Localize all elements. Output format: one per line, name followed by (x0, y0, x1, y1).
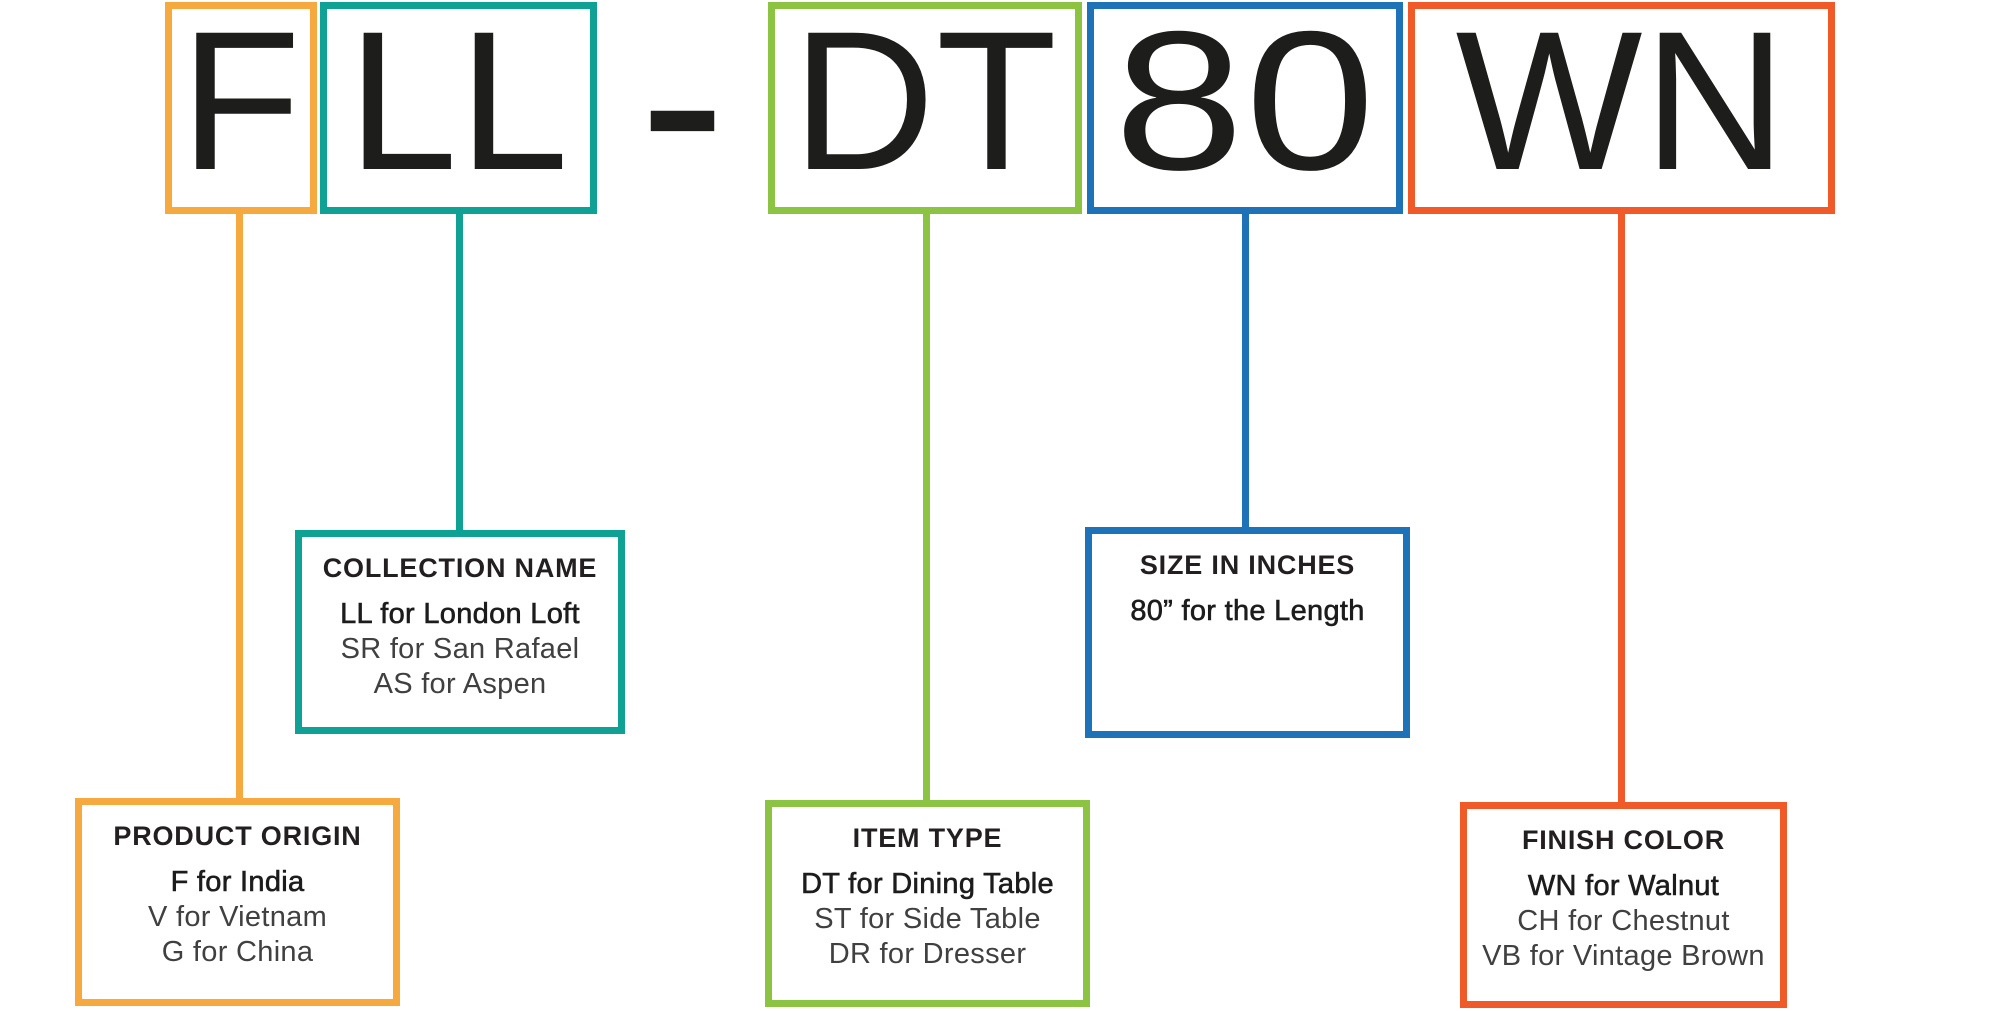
connector-line-size-in-inches (1242, 205, 1249, 537)
info-line: VB for Vintage Brown (1482, 940, 1765, 972)
info-box-finish-color: FINISH COLOR WN for Walnut CH for Chestn… (1460, 802, 1787, 1008)
info-box-lines: DT for Dining Table ST for Side Table DR… (772, 867, 1083, 972)
info-line: V for Vietnam (147, 901, 328, 933)
code-box-finish-color: WN (1408, 2, 1835, 214)
info-line: SR for San Rafael (340, 633, 580, 665)
info-line: AS for Aspen (373, 668, 547, 700)
info-line: F for India (170, 866, 305, 899)
info-line: DT for Dining Table (801, 868, 1054, 901)
connector-line-finish-color (1618, 205, 1625, 812)
info-box-title: SIZE IN INCHES (1139, 550, 1356, 580)
info-box-collection-name: COLLECTION NAME LL for London Loft SR fo… (295, 530, 625, 734)
code-letter-finish-color: WN (1455, 0, 1788, 211)
code-box-product-origin: F (165, 2, 317, 214)
info-line: DR for Dresser (828, 938, 1027, 970)
info-line: ST for Side Table (814, 903, 1041, 935)
connector-line-product-origin (236, 205, 243, 808)
info-box-lines: WN for Walnut CH for Chestnut VB for Vin… (1467, 869, 1780, 974)
info-box-item-type: ITEM TYPE DT for Dining Table ST for Sid… (765, 800, 1090, 1007)
info-box-title: FINISH COLOR (1521, 825, 1726, 855)
info-line: CH for Chestnut (1517, 905, 1730, 937)
code-box-collection-name: LL (320, 2, 597, 214)
info-line: WN for Walnut (1527, 870, 1720, 903)
info-box-title: PRODUCT ORIGIN (113, 821, 362, 851)
info-box-title: ITEM TYPE (852, 823, 1003, 853)
info-line: G for China (161, 936, 314, 968)
info-box-lines: F for India V for Vietnam G for China (82, 865, 393, 970)
code-separator-dash: - (639, 0, 726, 246)
info-box-lines: LL for London Loft SR for San Rafael AS … (302, 597, 618, 702)
code-letter-item-type: DT (792, 0, 1058, 211)
code-separator: - (597, 0, 768, 231)
info-line: 80” for the Length (1130, 595, 1365, 628)
connector-line-collection-name (456, 205, 463, 540)
info-line: LL for London Loft (340, 598, 580, 631)
code-letter-collection-name: LL (347, 0, 570, 211)
connector-line-item-type (923, 205, 930, 810)
code-letter-product-origin: F (180, 0, 302, 211)
info-box-size-in-inches: SIZE IN INCHES 80” for the Length (1085, 527, 1410, 738)
info-box-lines: 80” for the Length (1092, 594, 1403, 629)
info-box-title: COLLECTION NAME (322, 553, 598, 583)
code-box-item-type: DT (768, 2, 1082, 214)
code-box-size-in-inches: 80 (1087, 2, 1403, 214)
code-letter-size-in-inches: 80 (1113, 0, 1377, 211)
info-box-product-origin: PRODUCT ORIGIN F for India V for Vietnam… (75, 798, 400, 1006)
